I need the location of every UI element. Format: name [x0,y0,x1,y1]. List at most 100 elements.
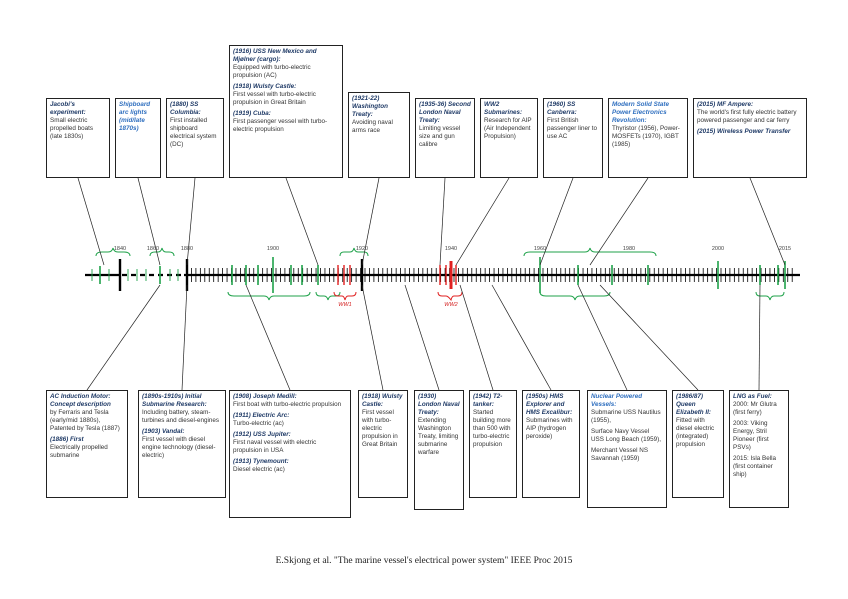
tick-label-1900: 1900 [266,246,280,252]
box-ac-title-0: AC Induction Motor: Concept description [50,393,111,409]
box-columbia-body: First installed shipboard electrical sys… [170,117,217,149]
brace-lng [755,291,785,301]
connector-top [285,177,319,266]
box-newmexico-title-1: (1918) Wulsty Castle: [233,83,297,91]
box-explorer-body: Submarines with AIP (hydrogen peroxide) [526,417,573,441]
box-uss-new-mexico: (1916) USS New Mexico and Mjølner (cargo… [229,45,343,178]
tick-label-1880: 1880 [180,246,194,252]
brace-1830s [95,247,131,257]
box-shipboard-title: Shipboard arc lights (mid/late 1870s) [119,101,151,133]
connector-top [186,177,196,266]
box-subres-body-0: Including battery, steam-turbines and di… [142,409,220,425]
box-newmexico-body-1: First vessel with turbo-electric propuls… [233,91,316,107]
tick-label-1920: 1920 [355,246,369,252]
box-washington-title: (1921-22) Washington Treaty: [352,95,388,119]
brace-ww1 [333,291,357,301]
box-london-treaty-2: (1935-36) Second London Naval Treaty: Li… [415,98,475,178]
tick-label-1940: 1940 [444,246,458,252]
box-lng-body-1: 2003: Viking Energy, Stril Pioneer (firs… [733,420,769,452]
box-lng-fuel: LNG as Fuel: 2000: Mr Glutra (first ferr… [729,390,789,508]
box-canberra-body: First British passenger liner to use AC [547,117,598,141]
connector-top [455,177,510,266]
box-medill-title-1: (1911) Electric Arc: [233,412,290,420]
box-qe-title: (1986/87) Queen Elizabeth II: [676,393,711,417]
ww2-label: WW2 [444,302,458,308]
box-explorer-title: (1950s) HMS Explorer and HMS Excalibur: [526,393,573,417]
tick-label-1980: 1980 [622,246,636,252]
box-modern-electronics: Modern Solid State Power Electronics Rev… [608,98,688,178]
brace-1916 [339,247,369,257]
brace-ww2 [437,291,463,302]
box-ac-induction: AC Induction Motor: Concept description … [46,390,128,498]
connector-top [589,177,649,266]
box-ww2-submarines: WW2 Submarines: Research for AIP (Air In… [480,98,538,178]
box-qe-body: Fitted with diesel electric (integrated)… [676,417,715,449]
box-medill-body-2: First naval vessel with electric propuls… [233,439,317,455]
box-modern-title: Modern Solid State Power Electronics Rev… [612,101,670,125]
box-lng-body-2: 2015: Isla Bella (first container ship) [733,455,777,479]
connector-bottom [491,284,552,391]
box-modern-body: Thyristor (1956), Power-MOSFETs (1970), … [612,125,680,149]
figure-caption: E.Skjong et al. "The marine vessel's ele… [275,556,573,566]
connector-top [539,177,574,266]
box-nuclear-body-0: Submarine USS Nautilus (1955), [591,409,661,425]
box-jacobi-body: Small electric propelled boats (late 183… [50,117,94,141]
connector-bottom [245,284,291,391]
connector-bottom [459,284,494,391]
brace-1870s [149,247,175,257]
box-ww2-body: Research for AIP (Air Independent Propul… [484,117,532,141]
box-ss-canberra: (1960) SS Canberra: First British passen… [543,98,603,178]
box-nuclear-body-1: Surface Navy Vessel USS Long Beach (1959… [591,428,662,444]
connector-bottom [361,284,384,391]
connector-bottom [86,284,161,391]
box-medill-body-0: First boat with turbo-electric propulsio… [233,401,342,409]
box-medill-body-1: Turbo-electric (ac) [233,420,284,428]
connector-top [439,177,446,266]
box-wulsty-castle: (1918) Wulsty Castle: First vessel with … [358,390,408,498]
box-lng-body-0: 2000: Mr Glutra (first ferry) [733,401,777,417]
box-medill-title-2: (1912) USS Jupiter: [233,431,291,439]
connector-top [77,177,105,266]
box-ampere-title-0: (2015) MF Ampere: [697,101,754,108]
box-jacobi: Jacobi's experiment: Small electric prop… [46,98,110,178]
box-ac-title-1: (1886) First [50,436,84,444]
box-medill-title-3: (1913) Tynemount: [233,458,289,466]
box-london2-body: Limiting vessel size and gun calibre [419,125,461,149]
box-shipboard-lighting: Shipboard arc lights (mid/late 1870s) [115,98,161,178]
brace-power-electronics [523,247,657,257]
tick-label-2015: 2015 [778,246,792,252]
box-t2-title: (1942) T2-tanker: [473,393,503,409]
connector-bottom [599,284,699,391]
box-ac-body-0: by Ferraris and Tesla (early/mid 1880s),… [50,409,120,433]
connector-bottom [758,284,761,391]
ww1-label: WW1 [338,302,352,308]
brace-1900s [227,291,311,301]
connector-bottom [577,284,628,391]
brace-nuclear [539,291,611,301]
box-washington-body: Avoiding naval arms race [352,119,393,135]
box-london-body: Extending Washington Treaty, limiting su… [418,417,459,457]
connector-top [749,177,786,266]
box-t2-body: Started building more than 500 with turb… [473,409,511,449]
connector-bottom [404,284,440,391]
box-newmexico-title-0: (1916) USS New Mexico and Mjølner (cargo… [233,48,317,64]
box-ac-body-1: Electrically propelled submarine [50,444,108,460]
box-ss-columbia: (1880) SS Columbia: First installed ship… [166,98,224,178]
box-nuclear-title-0: Nuclear Powered Vessels: [591,393,643,409]
box-subres-title-1: (1903) Vandal: [142,428,185,436]
connector-bottom [181,284,188,391]
connector-top [361,177,380,266]
box-submarine-research: (1890s-1910s) Initial Submarine Research… [138,390,226,498]
box-mf-ampere: (2015) MF Ampere: The world's first full… [693,98,807,178]
box-medill-title-0: (1908) Joseph Medill: [233,393,297,400]
box-medill-body-3: Diesel electric (ac) [233,466,285,474]
box-queen-elizabeth: (1986/87) Queen Elizabeth II: Fitted wit… [672,390,724,498]
box-hms-explorer: (1950s) HMS Explorer and HMS Excalibur: … [522,390,580,498]
box-lng-title-0: LNG as Fuel: [733,393,772,400]
box-canberra-title: (1960) SS Canberra: [547,101,577,117]
tick-label-2000: 2000 [711,246,725,252]
box-london-title: (1930) London Naval Treaty: [418,393,460,417]
box-t2-tanker: (1942) T2-tanker: Started building more … [469,390,517,498]
tick-label-1860: 1860 [146,246,160,252]
